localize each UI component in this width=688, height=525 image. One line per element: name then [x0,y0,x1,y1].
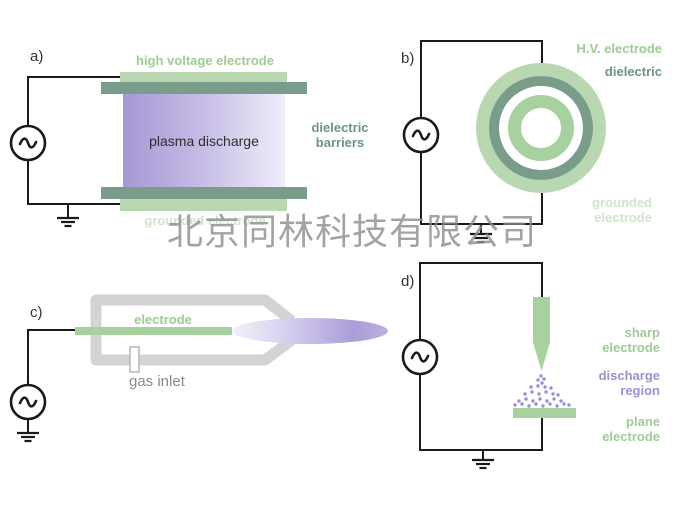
ground-icon-d [470,458,496,470]
panel-c-circuit [27,329,75,432]
gas-inlet-label: gas inlet [129,373,185,390]
jet-electrode-label: electrode [134,312,192,327]
hv-electrode-label-b: H.V. electrode [576,41,662,56]
panel-c-letter: c) [30,304,43,321]
panel-a-circuit [27,76,120,217]
plasma-plume [232,318,388,344]
gas-inlet-port [129,346,140,373]
dielectric-ring [489,76,593,180]
grounded-electrode-ring [476,63,606,193]
hv-electrode-ring [508,95,574,161]
coaxial-dbd [476,63,606,193]
panel-a-letter: a) [30,48,44,65]
hv-electrode-label: high voltage electrode [136,53,274,68]
watermark-text: 北京同林科技有限公司 [166,211,538,252]
ac-source-icon-a [9,124,47,162]
hv-electrode-bar [120,72,287,82]
panel-b-letter: b) [401,50,415,67]
grounded-electrode-label-a: grounded electrode [144,213,266,228]
dielectric-barriers-label: dielectric barriers [311,120,369,150]
sharp-electrode-needle [533,297,550,371]
dielectric-label-b: dielectric [604,64,662,79]
corona-discharge [513,297,576,418]
dielectric-bar-top [101,82,307,94]
sharp-electrode-label: sharp electrode [602,325,660,355]
ac-source-icon-b [402,116,440,154]
ac-source-icon-d [401,338,439,376]
grounded-electrode-bar [120,199,287,211]
panel-d-letter: d) [401,273,415,290]
plasma-discharge-region [123,94,285,187]
plasma-jet [75,294,388,373]
plasma-discharge-label: plasma discharge [149,133,259,149]
panel-a-dbd-stack [101,72,307,211]
discharge-region-label: discharge region [598,368,660,398]
plane-electrode-bar [513,408,576,418]
plane-electrode-label: plane electrode [602,414,660,444]
grounded-electrode-label-b: grounded electrode [592,195,652,225]
jet-electrode-bar [75,327,232,335]
panel-d-circuit [419,262,543,459]
dielectric-bar-bottom [101,187,307,199]
ground-icon-c [15,431,41,443]
discharge-dots [513,374,571,408]
ground-icon-a [55,216,81,228]
ac-source-icon-c [9,383,47,421]
panel-b-circuit [420,40,543,233]
